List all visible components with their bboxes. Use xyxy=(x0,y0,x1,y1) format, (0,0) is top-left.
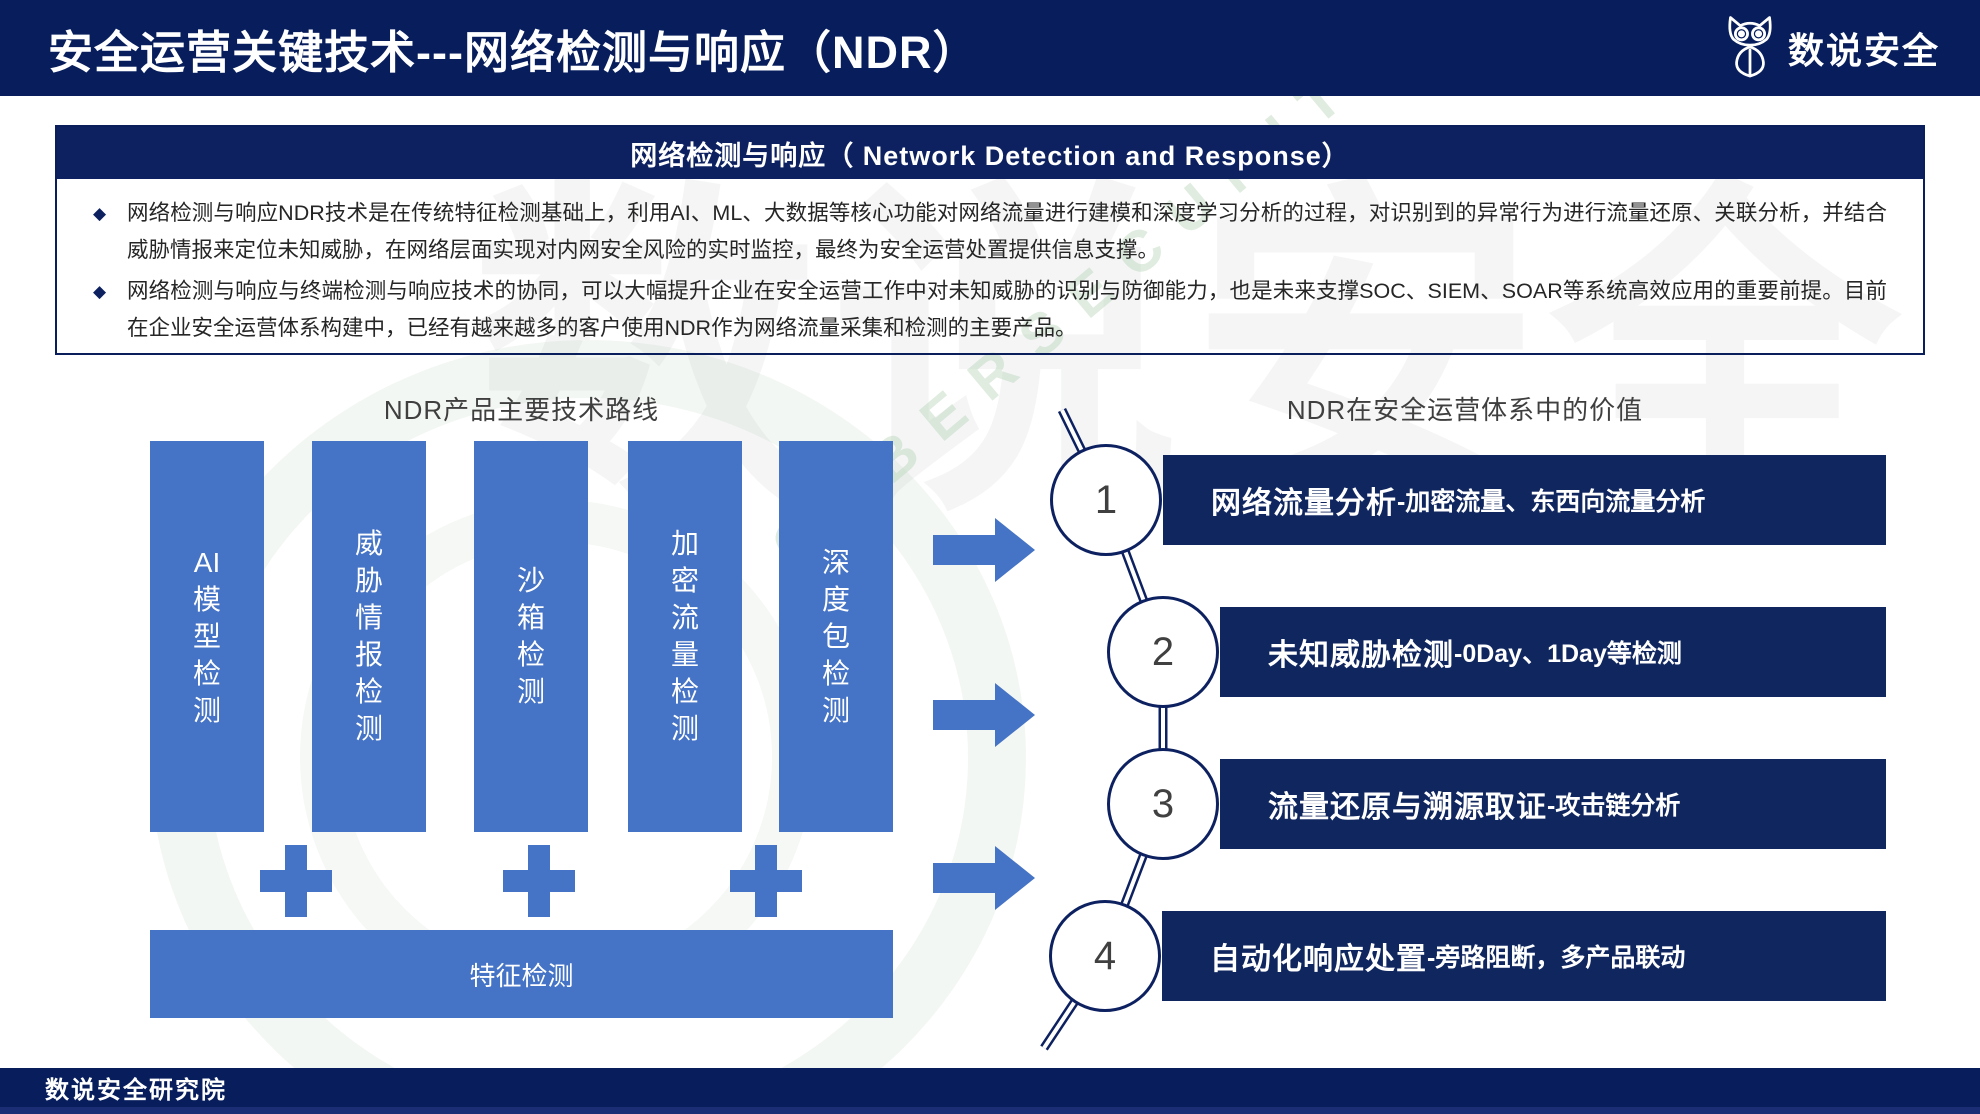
plus-icon xyxy=(730,845,802,917)
definition-bullet-text: 网络检测与响应NDR技术是在传统特征检测基础上，利用AI、ML、大数据等核心功能… xyxy=(127,201,1887,262)
value-bar: 流量还原与溯源取证-攻击链分析 xyxy=(1220,759,1886,849)
right-section-title: NDR在安全运营体系中的价值 xyxy=(1286,395,1644,425)
value-number-badge: 1 xyxy=(1050,444,1162,556)
tech-column-char: 深 xyxy=(821,546,850,578)
ndr-definition-body: ◆ 网络检测与响应NDR技术是在传统特征检测基础上，利用AI、ML、大数据等核心… xyxy=(57,179,1923,347)
tech-column-char: 检 xyxy=(354,676,383,707)
plus-icon xyxy=(260,845,332,917)
value-number-badge: 4 xyxy=(1049,900,1161,1012)
tech-column-char: 加 xyxy=(670,528,699,559)
tech-column-char: 模 xyxy=(192,583,221,615)
tech-column-char: 胁 xyxy=(354,565,383,596)
ndr-definition-title: 网络检测与响应（ Network Detection and Response） xyxy=(57,127,1923,179)
brand-name: 数说安全 xyxy=(1787,30,1940,71)
value-sub-text: -0Day、1Day等检测 xyxy=(1454,640,1682,668)
tech-column-char: 测 xyxy=(516,676,545,707)
tech-column-char: 量 xyxy=(670,639,699,670)
tech-column-bar: AI 模型检测 xyxy=(150,441,264,832)
value-number-badge: 3 xyxy=(1107,748,1219,860)
header-bar: 安全运营关键技术---网络检测与响应（NDR） 数说安全 xyxy=(0,0,1980,96)
value-sub-text: -旁路阻断，多产品联动 xyxy=(1427,944,1686,972)
tech-column-char: 检 xyxy=(516,639,545,670)
tech-column-char: 检 xyxy=(670,676,699,707)
tech-column-char: 型 xyxy=(192,620,221,652)
tech-column-bar: 沙箱检测 xyxy=(474,441,588,832)
value-main-text: 自动化响应处置 xyxy=(1210,943,1427,976)
tech-column-char: 沙 xyxy=(516,565,545,596)
arrow-right-icon xyxy=(933,683,1035,747)
footer-text: 数说安全研究院 xyxy=(45,1077,227,1104)
left-section-title: NDR产品主要技术路线 xyxy=(383,395,660,425)
plus-icon xyxy=(503,845,575,917)
tech-column-char: 流 xyxy=(670,602,699,633)
tech-column-bar: 威胁情报检测 xyxy=(312,441,426,832)
value-sub-text: -攻击链分析 xyxy=(1547,792,1681,820)
tech-column-char: 箱 xyxy=(516,602,545,633)
tech-column-char: 密 xyxy=(670,565,699,596)
diamond-bullet-icon: ◆ xyxy=(93,204,107,223)
page-title: 安全运营关键技术---网络检测与响应（NDR） xyxy=(48,26,979,78)
value-main-text: 网络流量分析 xyxy=(1211,487,1397,520)
owl-icon xyxy=(1724,14,1776,83)
tech-column-char: 度 xyxy=(821,583,850,615)
arrow-right-icon xyxy=(933,846,1035,910)
ndr-definition-box: 网络检测与响应（ Network Detection and Response）… xyxy=(55,125,1925,355)
arrow-right-icon xyxy=(933,518,1035,582)
footer-strip xyxy=(0,1107,1980,1114)
tech-column-char: 测 xyxy=(821,694,850,726)
tech-column-char: 情 xyxy=(354,602,383,633)
tech-column-char: 检 xyxy=(192,657,221,689)
tech-column-char: 包 xyxy=(821,620,850,652)
tech-column-char: 测 xyxy=(192,694,221,726)
diamond-bullet-icon: ◆ xyxy=(93,282,107,301)
value-sub-text: -加密流量、东西向流量分析 xyxy=(1397,488,1706,516)
value-main-text: 未知威胁检测 xyxy=(1268,639,1454,672)
definition-bullet: ◆ 网络检测与响应NDR技术是在传统特征检测基础上，利用AI、ML、大数据等核心… xyxy=(87,195,1887,269)
definition-bullet: ◆ 网络检测与响应与终端检测与响应技术的协同，可以大幅提升企业在安全运营工作中对… xyxy=(87,273,1887,347)
tech-column-char: 报 xyxy=(354,639,383,670)
value-number-badge: 2 xyxy=(1107,596,1219,708)
signature-detection-bar: 特征检测 xyxy=(150,930,893,1018)
value-bar: 未知威胁检测-0Day、1Day等检测 xyxy=(1220,607,1886,697)
tech-column-char: 测 xyxy=(354,713,383,744)
value-main-text: 流量还原与溯源取证 xyxy=(1268,791,1547,824)
tech-column-char: 威 xyxy=(354,528,383,559)
tech-column-bar: 深度包检测 xyxy=(779,441,893,832)
tech-column-char: AI xyxy=(193,546,221,578)
definition-bullet-text: 网络检测与响应与终端检测与响应技术的协同，可以大幅提升企业在安全运营工作中对未知… xyxy=(127,279,1887,340)
tech-column-char: 检 xyxy=(821,657,850,689)
tech-column-char: 测 xyxy=(670,713,699,744)
tech-column-bar: 加密流量检测 xyxy=(628,441,742,832)
value-bar: 网络流量分析-加密流量、东西向流量分析 xyxy=(1163,455,1886,545)
brand-logo: 数说安全 xyxy=(1724,14,1940,83)
footer-bar: 数说安全研究院 xyxy=(0,1068,1980,1114)
value-bar: 自动化响应处置-旁路阻断，多产品联动 xyxy=(1162,911,1886,1001)
